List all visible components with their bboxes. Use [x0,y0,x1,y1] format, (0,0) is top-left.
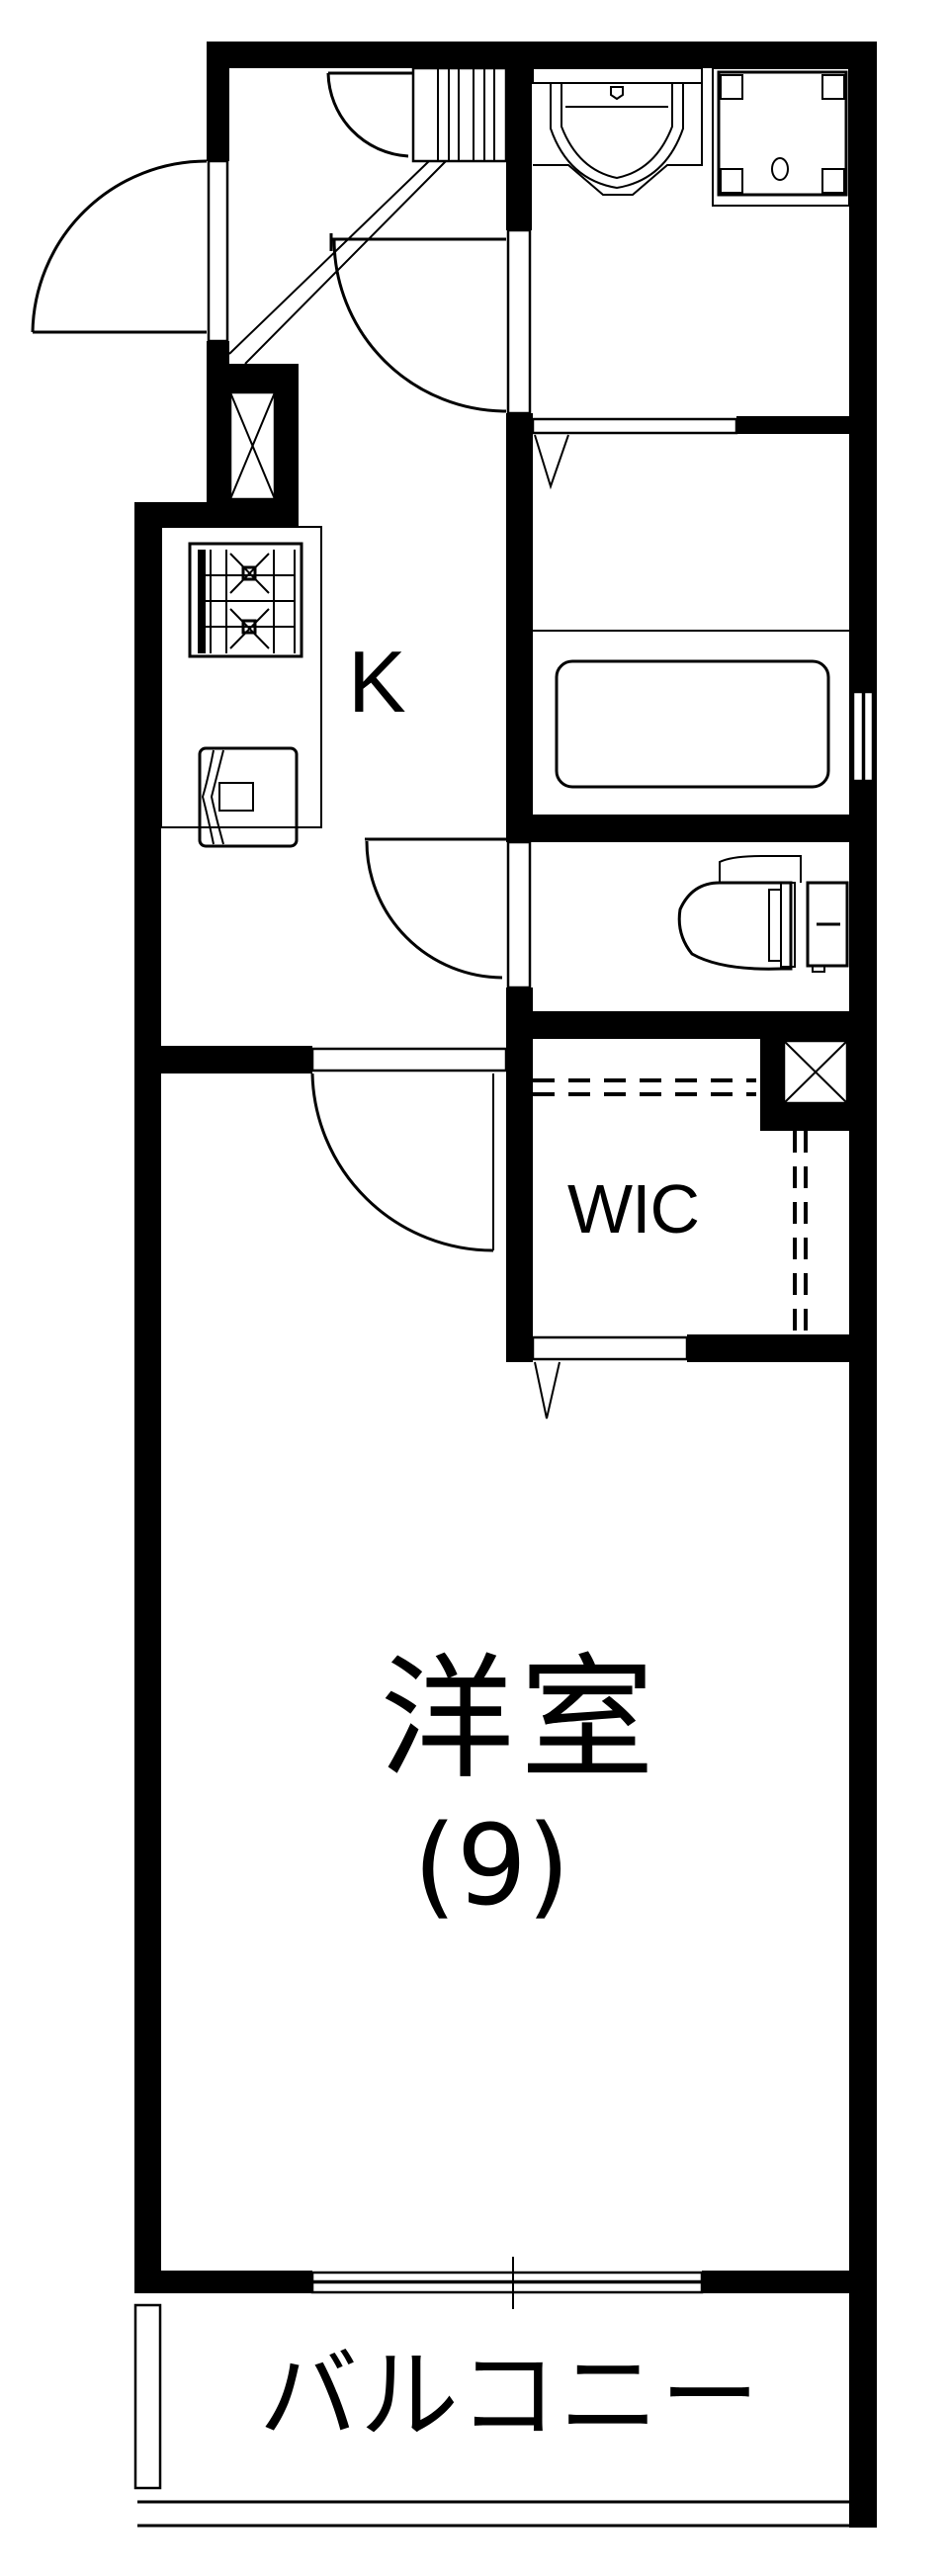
western-room-size-label: (9) [413,1802,570,1931]
wall-kitchen-step [134,502,299,527]
toilet-door-frame [506,840,532,989]
western-room-label: 洋室 [380,1642,660,1798]
wash-basin-icon [532,67,703,196]
sink-icon [198,746,299,848]
wall-toilet-wic [506,1011,849,1039]
bath-sliding-door[interactable] [531,417,738,435]
wall-bath-toilet [506,815,849,842]
room-door [310,1047,508,1252]
wall-room-bottom-left [134,2271,312,2293]
wall-left [134,502,161,2293]
kitchen [160,526,322,848]
bathroom [533,630,875,789]
entrance-diagonal-2 [244,160,447,365]
toilet-door-swing-icon [365,840,503,980]
kitchen-label: K [348,633,406,730]
wic [531,1039,849,1419]
washing-machine-pan-icon [712,67,850,207]
wic-door-direction-icon [534,1361,561,1419]
bathtub-icon [555,659,830,789]
balcony-label: バルコニー [259,2338,761,2453]
entrance [31,66,508,501]
entrance-diagonal-1 [228,160,430,355]
small-door-swing-icon [326,72,409,158]
stove-icon [188,542,303,658]
wall-top [207,42,877,68]
wall-wash-bath [736,416,849,434]
wall-entrance-left-upper [207,42,229,161]
bath-door-direction-icon [534,434,569,490]
washroom-door-frame [506,228,532,415]
bath-window-pane [862,690,875,783]
washroom-door-swing-icon [332,238,507,413]
room-door-swing-icon [310,1073,494,1252]
wall-room-bottom-right [702,2271,849,2293]
wic-sliding-door[interactable] [531,1335,689,1361]
wall-wic-bottom-left [506,1334,533,1362]
room-door-frame [310,1047,508,1073]
wall-middle-mid [506,413,533,842]
wic-shaft-cross [783,1040,848,1104]
toilet-room [365,837,849,989]
entrance-door-swing-icon [31,159,208,333]
balcony-window-pane-2[interactable] [310,2280,704,2294]
wall-wic-bottom [687,1334,849,1362]
balcony-partition [133,2303,162,2490]
bath-window [851,690,865,783]
wic-label: WIC [567,1170,700,1247]
wall-right [849,42,877,2528]
balcony-window [310,2257,704,2309]
pipe-shaft-cross [229,391,276,500]
wall-kitchen-room [134,1046,312,1073]
wall-middle-low [506,987,533,1362]
washroom [329,67,850,490]
balcony-window-pane-1[interactable] [310,2271,704,2283]
toilet-icon [677,855,849,973]
balcony [133,2303,877,2528]
wall-middle-top [506,68,532,230]
kitchen-counter [160,526,322,828]
entrance-door-frame [207,159,229,343]
